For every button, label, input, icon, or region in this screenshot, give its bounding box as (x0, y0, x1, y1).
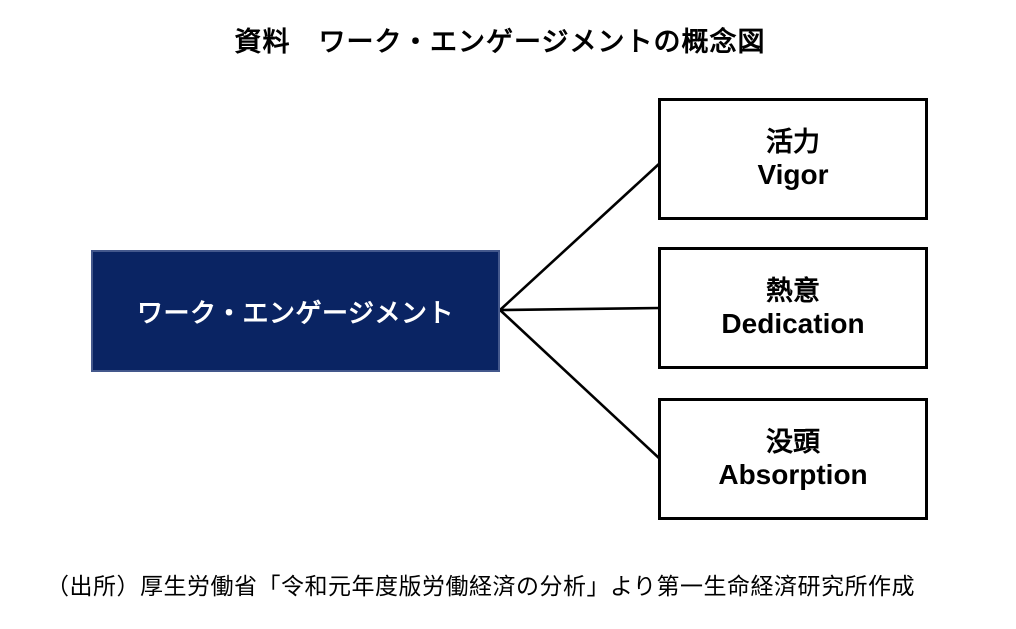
dedication-box: 熱意 Dedication (658, 247, 928, 369)
source-note: （出所）厚生労働省「令和元年度版労働経済の分析」より第一生命経済研究所作成 (46, 573, 916, 599)
work-engagement-box: ワーク・エンゲージメント (91, 250, 500, 372)
absorption-label-ja: 没頭 (766, 427, 820, 457)
absorption-label-en: Absorption (718, 459, 868, 491)
absorption-box: 没頭 Absorption (658, 398, 928, 520)
diagram-title: 資料 ワーク・エンゲージメントの概念図 (234, 27, 766, 57)
vigor-label-en: Vigor (757, 159, 829, 191)
vigor-label-ja: 活力 (766, 127, 820, 157)
dedication-label-en: Dedication (721, 308, 865, 340)
work-engagement-label: ワーク・エンゲージメント (137, 297, 454, 328)
connector-line-vigor (499, 162, 661, 311)
dedication-label-ja: 熱意 (766, 276, 820, 306)
vigor-box: 活力 Vigor (658, 98, 928, 220)
connector-line-dedication (499, 306, 661, 312)
connector-line-absorption (499, 309, 661, 460)
